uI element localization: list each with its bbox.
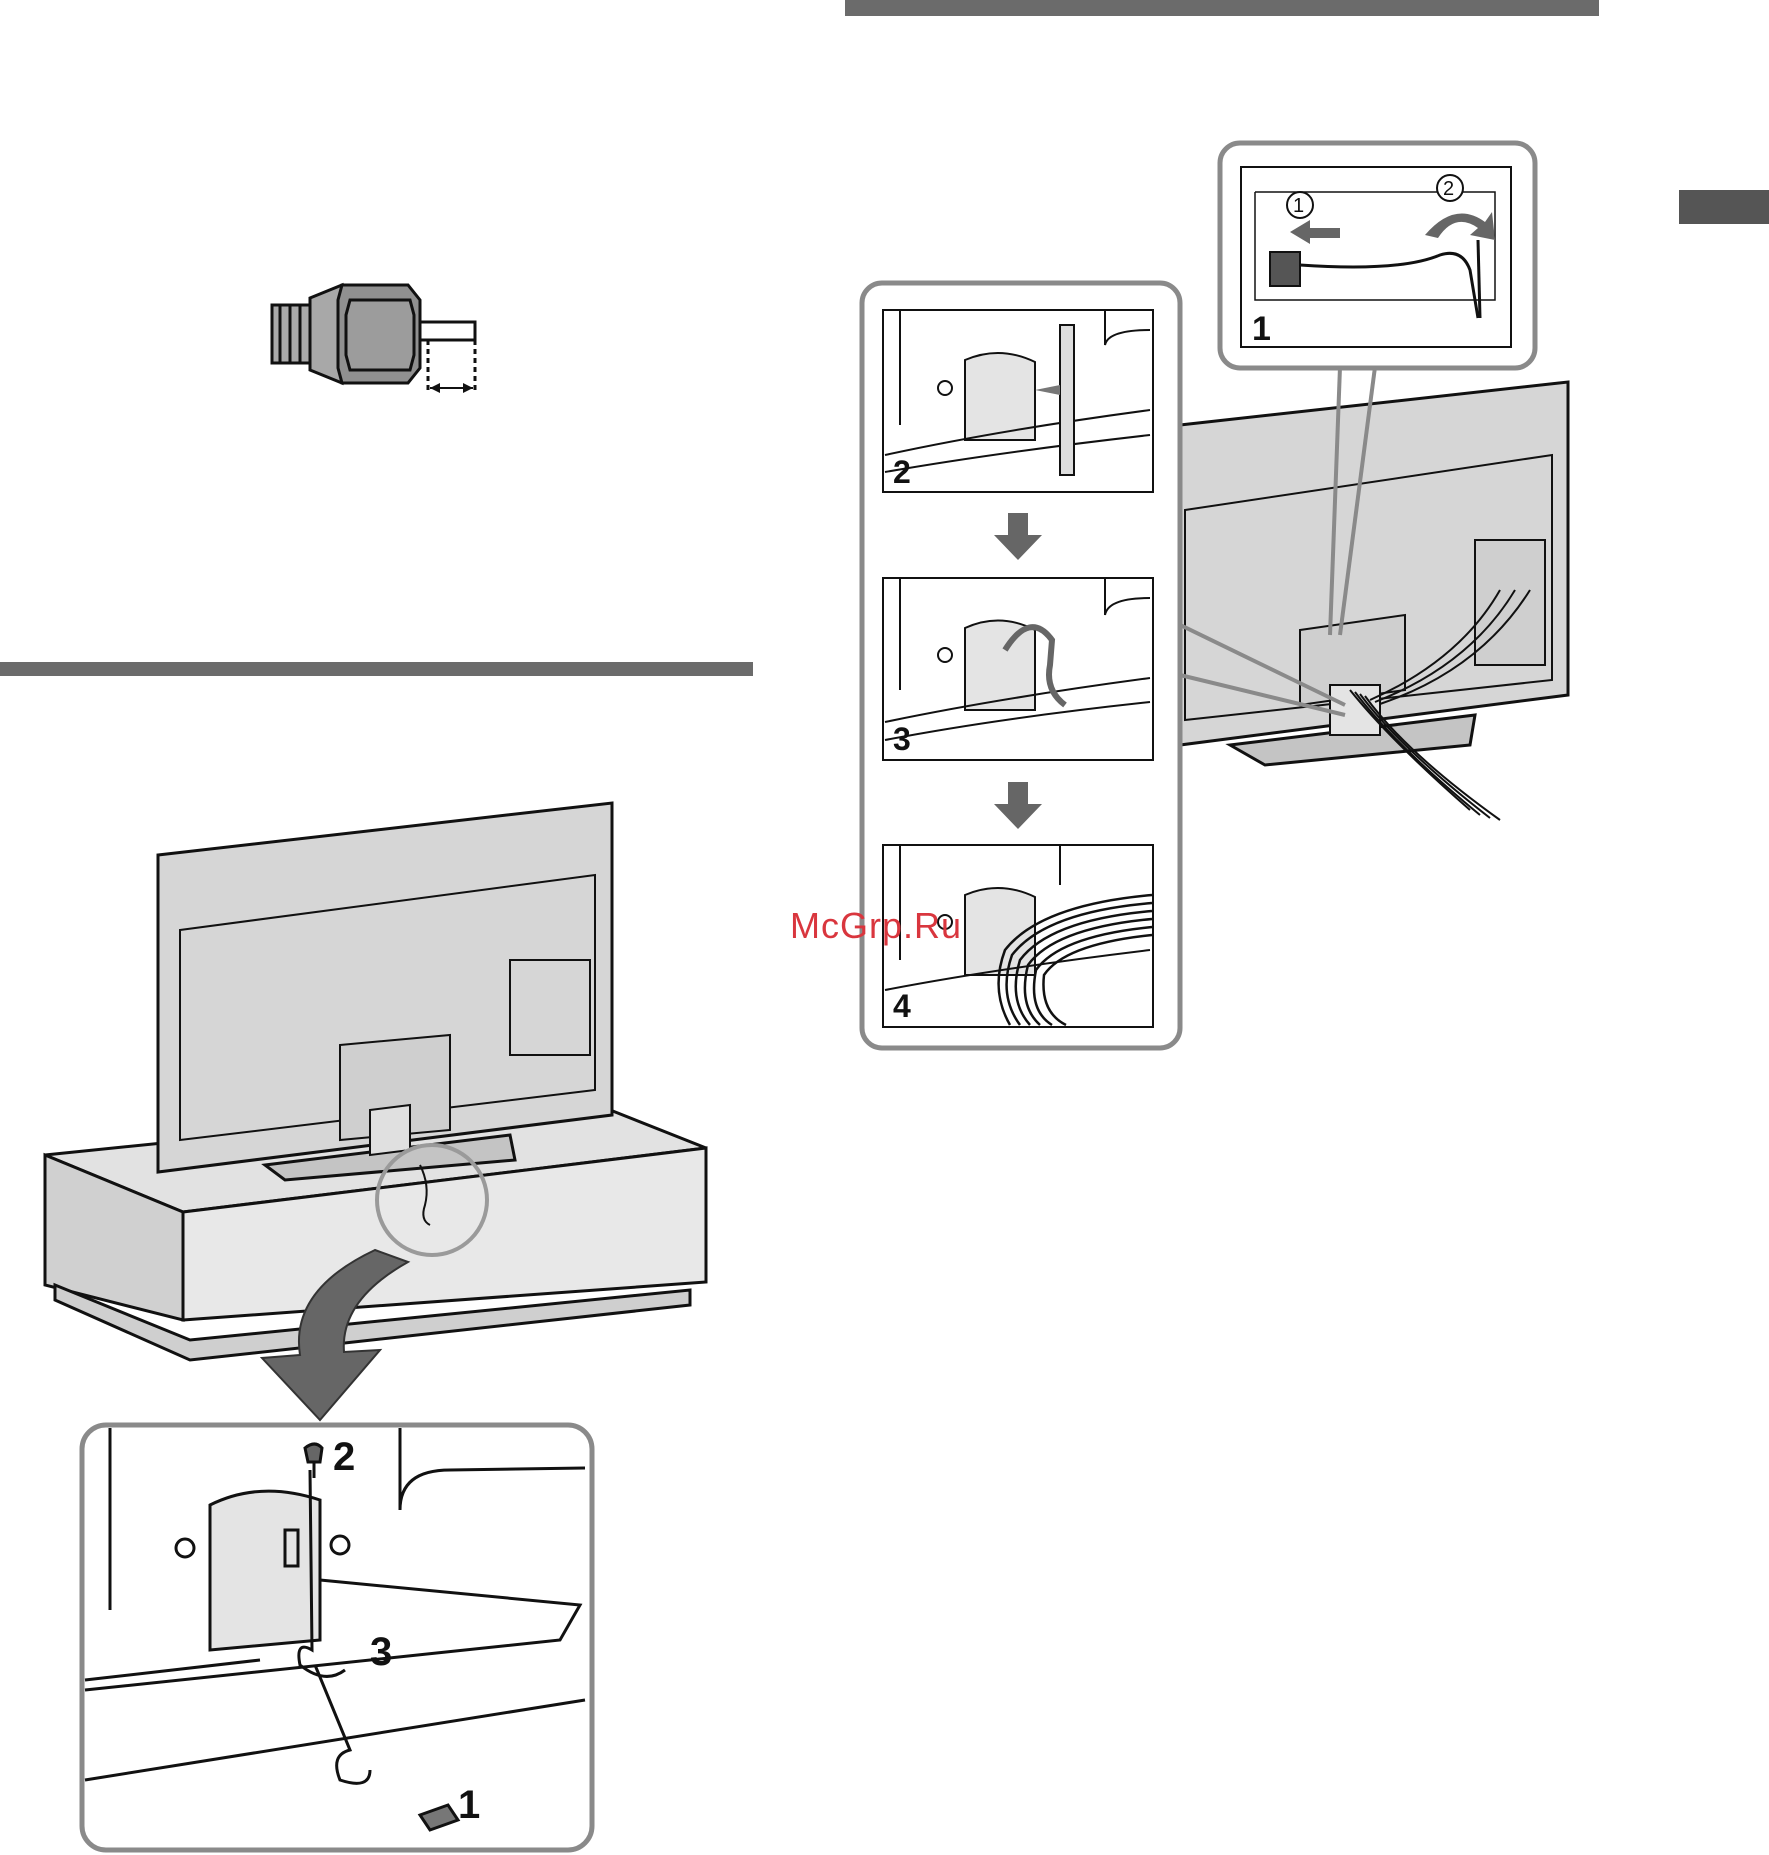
step-label-3: 3 xyxy=(370,1630,392,1674)
coaxial-connector-illustration xyxy=(272,285,475,393)
sub-step-1: 1 xyxy=(1293,195,1304,217)
panel-label-3: 3 xyxy=(893,721,911,757)
panel-label-1: 1 xyxy=(1252,310,1271,348)
panel-label-4: 4 xyxy=(893,988,911,1024)
cable-step-panel-3 xyxy=(883,578,1153,760)
cable-step-panel-1: 1 2 1 xyxy=(1220,143,1535,368)
step-label-2: 2 xyxy=(333,1435,355,1479)
panel-label-2: 2 xyxy=(893,454,911,490)
step-label-1: 1 xyxy=(458,1783,480,1827)
stand-detail-panel: 2 3 1 xyxy=(82,1425,592,1850)
watermark-text: McGrp.Ru xyxy=(790,905,962,947)
sub-step-2: 2 xyxy=(1443,178,1454,200)
cable-step-panel-2 xyxy=(883,310,1153,492)
tv-rear-cables-illustration xyxy=(1180,382,1568,820)
